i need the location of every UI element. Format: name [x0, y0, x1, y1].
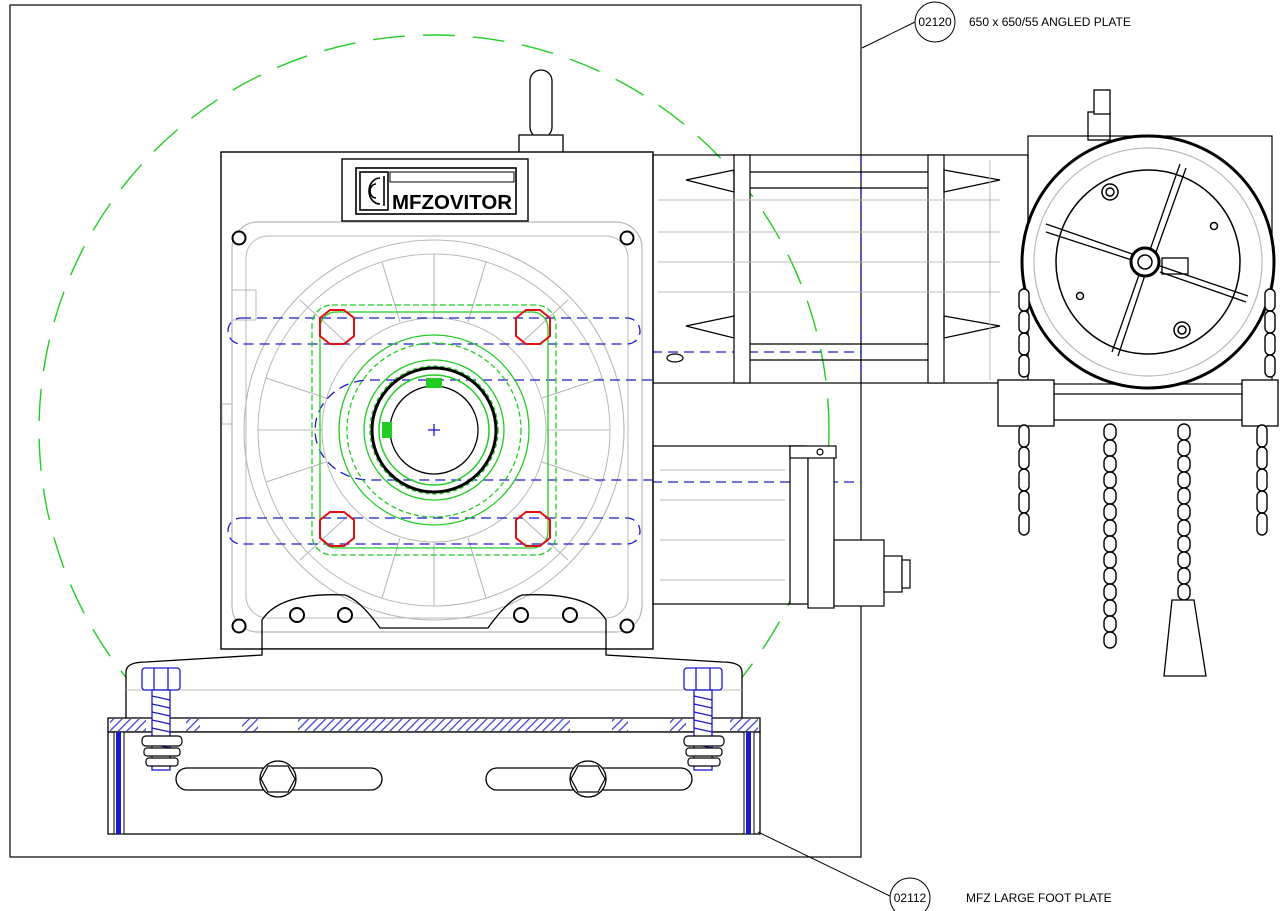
chain-link [1103, 487, 1117, 505]
anchor-nuts [141, 735, 725, 767]
chain-link [1177, 423, 1191, 441]
foot-plate-hatching [110, 719, 758, 731]
chain-link [1264, 310, 1276, 334]
chain-link [1103, 503, 1117, 521]
chain-link [1018, 310, 1030, 334]
gearbox-foot [261, 594, 607, 649]
chain-link [1103, 535, 1117, 553]
callout-bubble [889, 877, 931, 911]
chain-link [1256, 424, 1268, 448]
chain-link [1177, 455, 1191, 473]
motor-brake-assembly [652, 154, 1029, 384]
logo-mark-icon [359, 171, 389, 211]
chain-link [1177, 503, 1191, 521]
chain-link [1103, 583, 1117, 601]
chain-link [1177, 519, 1191, 537]
chain-link [1018, 446, 1030, 470]
logo-text: MFZOVITOR [392, 192, 513, 214]
chain-link [1018, 512, 1030, 536]
chain-link [1177, 439, 1191, 457]
leader-line-foot-plate [757, 831, 893, 898]
bearing-bolts [319, 309, 551, 547]
callout-number: 02120 [918, 15, 952, 29]
chain-link [1018, 424, 1030, 448]
chain-link [1177, 487, 1191, 505]
chain-link [1018, 490, 1030, 514]
callout-foot-plate: 02112 MFZ LARGE FOOT PLATE [889, 877, 1112, 911]
chain-link [1018, 332, 1030, 356]
leader-line-angled-plate [861, 21, 916, 49]
base-holes [289, 607, 578, 623]
manufacturer-logo: MFZOVITOR [341, 158, 529, 222]
callout-label: 650 x 650/55 ANGLED PLATE [969, 15, 1131, 29]
chain-link [1177, 551, 1191, 569]
callout-bubble [914, 1, 956, 43]
chain-link [1103, 519, 1117, 537]
callout-label: MFZ LARGE FOOT PLATE [966, 891, 1112, 905]
callout-angled-plate: 02120 650 x 650/55 ANGLED PLATE [914, 1, 1131, 43]
chain-link [1018, 468, 1030, 492]
gearbox-handle [518, 69, 564, 154]
chain-link [1103, 551, 1117, 569]
chain-link [1103, 423, 1117, 441]
gear-motor [652, 445, 911, 609]
chain-wheel [1020, 89, 1276, 390]
chain-link [1018, 288, 1030, 312]
chain-link [1103, 615, 1117, 633]
flange-bearing [311, 304, 557, 556]
hand-chains [1018, 288, 1276, 649]
chain-link [1264, 288, 1276, 312]
chain-link [1256, 512, 1268, 536]
callout-number: 02112 [894, 891, 927, 905]
chain-link [1177, 583, 1191, 601]
mounting-slots [227, 317, 652, 545]
chain-link [1177, 471, 1191, 489]
chain-link [1103, 455, 1117, 473]
chain-link [1256, 490, 1268, 514]
corner-holes [231, 230, 635, 634]
chain-link [1177, 567, 1191, 585]
chain-link [1177, 535, 1191, 553]
chain-link [1103, 599, 1117, 617]
chain-link [1264, 332, 1276, 356]
chain-link [1018, 354, 1030, 378]
chain-link [1103, 471, 1117, 489]
angled-plate-outline [9, 4, 862, 858]
chain-link [1256, 446, 1268, 470]
chain-link [1264, 354, 1276, 378]
chain-link [1103, 631, 1117, 649]
chain-link [1256, 468, 1268, 492]
shaft-bore [370, 366, 498, 494]
hidden-plate-edge [652, 155, 862, 483]
chain-weight [1163, 599, 1207, 677]
foot-plate [107, 648, 761, 835]
chain-link [1103, 567, 1117, 585]
chain-link [1103, 439, 1117, 457]
